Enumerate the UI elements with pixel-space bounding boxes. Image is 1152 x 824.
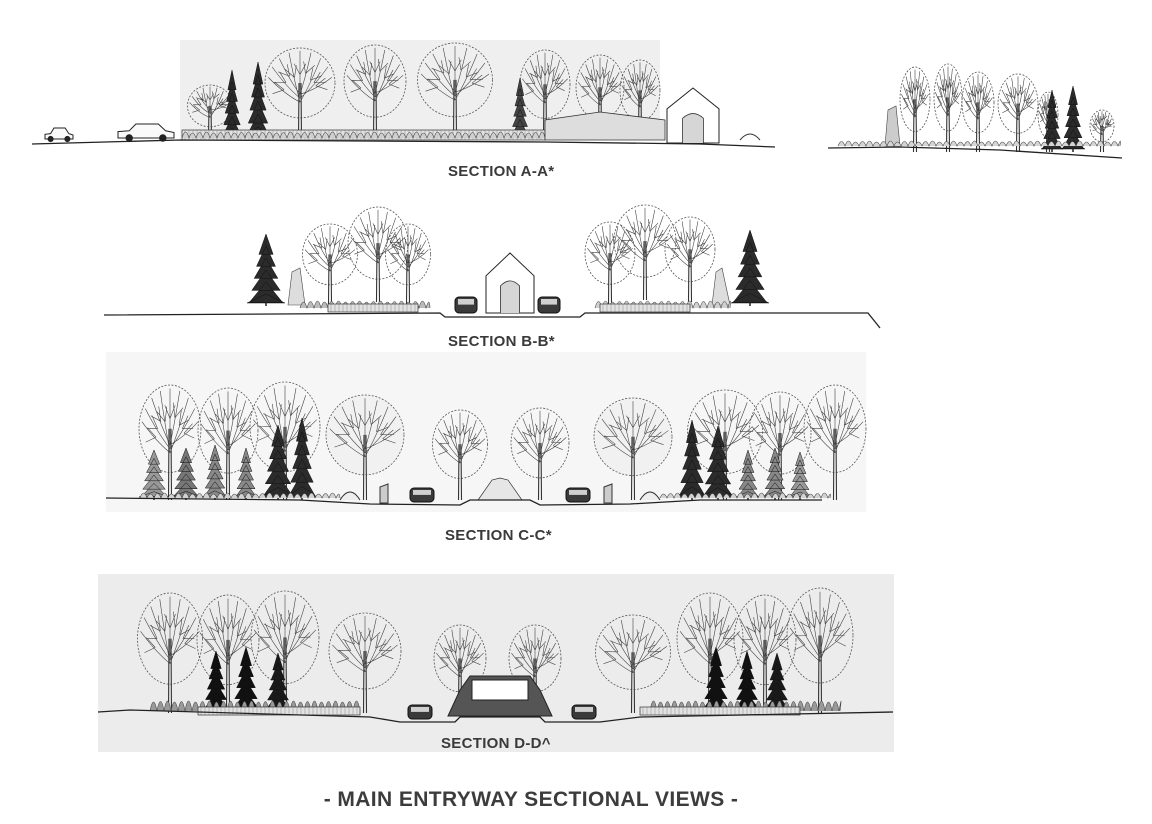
section-a-caption: SECTION A-A*	[448, 163, 555, 180]
gatehouse-building	[666, 87, 720, 144]
deciduous-tree	[933, 63, 963, 153]
deciduous-tree	[343, 44, 407, 141]
stone-pillar-left	[287, 267, 306, 306]
fence	[599, 303, 691, 313]
planter-right	[639, 491, 661, 501]
conifer-tree	[676, 419, 708, 500]
deciduous-tree	[432, 409, 488, 501]
fence	[327, 303, 419, 313]
car-front	[565, 487, 591, 503]
conifer-tree	[1040, 89, 1064, 152]
section-c-ground-line	[105, 497, 822, 506]
deciduous-tree	[197, 387, 259, 501]
section-c-shading	[106, 352, 866, 512]
hedge-shrubs	[139, 492, 341, 499]
deciduous-tree	[510, 407, 570, 501]
deciduous-tree	[328, 612, 402, 714]
conifer-tree	[246, 233, 286, 306]
section-d-shading	[98, 574, 894, 752]
hedge-shrubs	[837, 140, 1121, 147]
fence	[197, 706, 361, 716]
deciduous-tree	[803, 384, 867, 501]
car-front	[537, 296, 561, 314]
deciduous-tree	[325, 394, 405, 501]
section-b-ground-line	[103, 312, 881, 329]
deciduous-tree	[593, 397, 673, 501]
car-front	[454, 296, 478, 314]
car-front	[407, 704, 433, 720]
entry-sign	[471, 679, 529, 701]
deciduous-tree	[899, 66, 931, 153]
deciduous-tree	[613, 204, 677, 301]
car	[44, 127, 74, 143]
deciduous-tree	[786, 587, 854, 714]
section-d-caption: SECTION D-D^	[441, 735, 551, 752]
section-c-svg	[105, 381, 867, 506]
section-a-ground-line	[31, 139, 776, 148]
section-a-svg	[31, 40, 1123, 159]
section-d-svg	[97, 587, 894, 723]
conifer-tree	[260, 424, 296, 500]
conifer-tree	[138, 449, 170, 500]
section-b-drawing	[0, 0, 1152, 340]
conifer-tree	[1060, 85, 1086, 152]
deciduous-tree	[733, 594, 797, 714]
planter-left	[339, 491, 361, 501]
conifer-tree	[787, 451, 813, 500]
deciduous-tree	[584, 221, 636, 305]
deciduous-tree	[137, 592, 203, 714]
deciduous-tree	[417, 42, 493, 141]
deciduous-tree	[302, 223, 358, 305]
deciduous-tree	[385, 223, 431, 305]
gate-post-left	[379, 483, 389, 504]
deciduous-tree	[664, 216, 716, 303]
deciduous-tree	[595, 614, 671, 714]
section-c-drawing	[105, 381, 867, 506]
fence	[639, 706, 801, 716]
bollard	[739, 133, 761, 141]
section-b-svg	[103, 204, 881, 329]
deciduous-tree	[138, 384, 202, 501]
deciduous-tree	[196, 594, 260, 714]
page-title: - MAIN ENTRYWAY SECTIONAL VIEWS -	[323, 788, 739, 811]
section-b-caption: SECTION B-B*	[448, 333, 555, 350]
hedge-shrubs	[659, 492, 831, 499]
house-roofline	[544, 111, 666, 141]
hedge-shrubs	[181, 131, 546, 140]
gate-post-right	[603, 483, 613, 504]
car-front	[571, 704, 597, 720]
section-a-drawing	[0, 0, 1152, 200]
car-front	[409, 487, 435, 503]
section-d-ground-line	[97, 709, 894, 723]
conifer-tree	[730, 229, 770, 306]
section-c-caption: SECTION C-C*	[445, 527, 552, 544]
gatehouse-building	[485, 252, 535, 314]
section-a-inset-ground	[827, 146, 1123, 159]
section-d-drawing	[97, 587, 894, 723]
